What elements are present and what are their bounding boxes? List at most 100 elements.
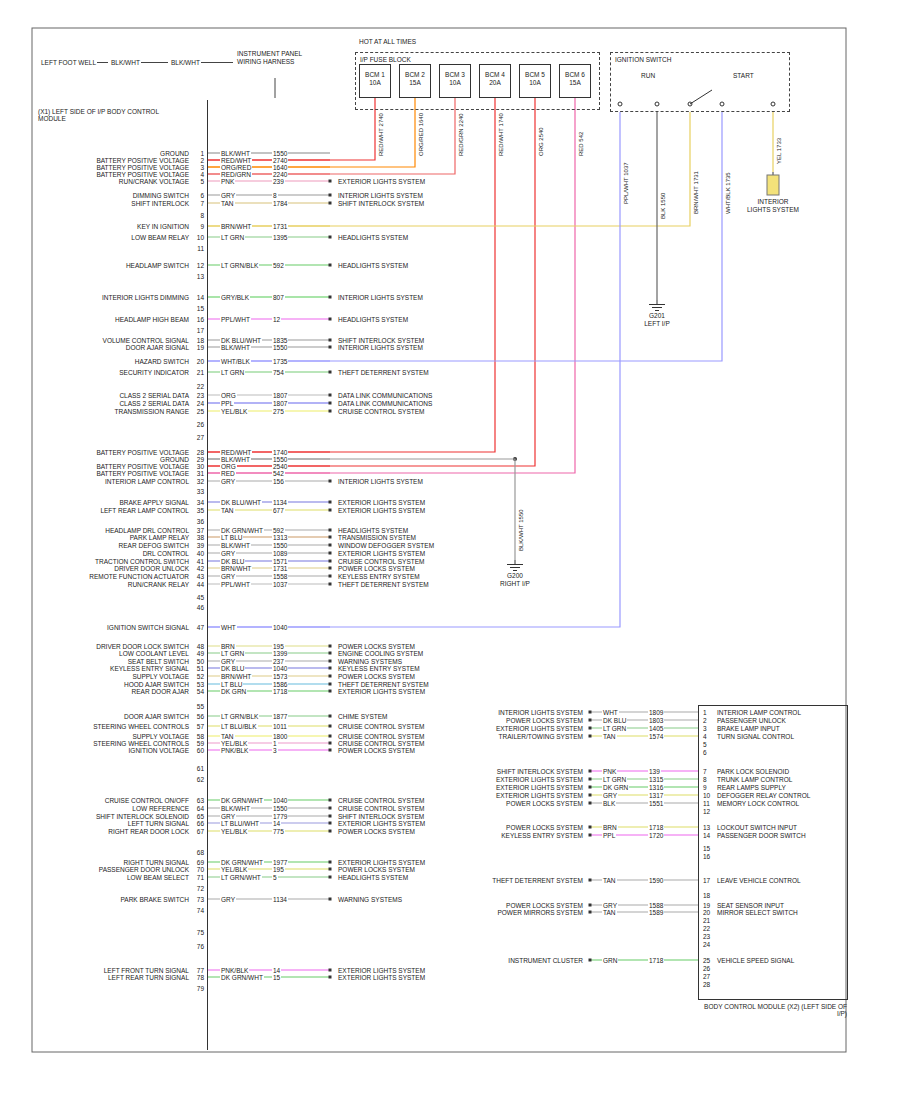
wire-color: GRY bbox=[220, 478, 236, 485]
circuit-number: 275 bbox=[272, 408, 285, 415]
circuit-number: 1835 bbox=[272, 337, 288, 344]
connector-pin bbox=[589, 778, 592, 781]
wire-color: TAN bbox=[602, 733, 617, 740]
component-text: 20A bbox=[480, 79, 510, 87]
pin-name: INTERIOR LAMP CONTROL bbox=[716, 709, 802, 716]
wire-color: GRY/BLK bbox=[220, 294, 250, 301]
wire-color: RED bbox=[220, 470, 236, 477]
pin-number: 6 bbox=[702, 749, 708, 756]
system-reference: THEFT DETERRENT SYSTEM bbox=[491, 877, 584, 884]
circuit-number: 2240 bbox=[272, 171, 288, 178]
pin-name: LEFT TURN SIGNAL bbox=[127, 820, 190, 827]
connector-pin bbox=[329, 560, 332, 563]
wire-color: PPL/WHT bbox=[220, 316, 251, 323]
pin-number: 32 bbox=[196, 478, 205, 485]
system-reference: CRUISE CONTROL SYSTEM bbox=[337, 797, 425, 804]
lamp-body bbox=[767, 175, 779, 195]
pin-name: SUPPLY VOLTAGE bbox=[131, 673, 190, 680]
pin-name: IGNITION VOLTAGE bbox=[128, 747, 190, 754]
pin-name: SECURITY INDICATOR bbox=[118, 369, 190, 376]
connector-pin bbox=[329, 583, 332, 586]
circuit-number: 1040 bbox=[272, 665, 288, 672]
pin-number: 26 bbox=[196, 421, 205, 428]
pin-number: 64 bbox=[196, 805, 205, 812]
pin-name: REMOTE FUNCTION ACTUATOR bbox=[88, 573, 190, 580]
wire bbox=[97, 62, 108, 63]
pin-name: DRL CONTROL bbox=[142, 550, 190, 557]
wire-color: DK BLU bbox=[220, 665, 245, 672]
connector-pin bbox=[589, 879, 592, 882]
pin-name: PASSENGER UNLOCK bbox=[716, 717, 787, 724]
circuit-number: 542 bbox=[272, 470, 285, 477]
wire-color: PPL bbox=[602, 832, 616, 839]
wire-connector bbox=[208, 98, 415, 167]
wire-label: RED 542 bbox=[578, 131, 584, 157]
wire-color: RED/WHT bbox=[220, 449, 252, 456]
pin-number: 20 bbox=[702, 909, 711, 916]
pin-name: REAR DOOR AJAR bbox=[131, 688, 190, 695]
system-reference: CRUISE CONTROL SYSTEM bbox=[337, 740, 425, 747]
component-symbol bbox=[745, 172, 801, 198]
system-reference: EXTERIOR LIGHTS SYSTEM bbox=[337, 499, 426, 506]
location-label: LEFT FOOT WELL bbox=[40, 59, 97, 66]
circuit-number: 139 bbox=[648, 768, 661, 775]
system-reference: KEYLESS ENTRY SYSTEM bbox=[337, 665, 421, 672]
pin-number: 16 bbox=[702, 853, 711, 860]
wire bbox=[201, 62, 233, 63]
wire-label: ORG 2540 bbox=[538, 126, 544, 157]
wire-color: LT GRN bbox=[602, 725, 627, 732]
pin-name: VOLUME CONTROL SIGNAL bbox=[102, 337, 190, 344]
pin-name: REAR LAMPS SUPPLY bbox=[716, 784, 787, 791]
component-name: BCM 1 bbox=[360, 71, 390, 79]
pin-name: GROUND bbox=[159, 456, 190, 463]
pin-number: 44 bbox=[196, 581, 205, 588]
pin-name: TURN SIGNAL CONTROL bbox=[716, 733, 795, 740]
circuit-number: 1134 bbox=[272, 896, 288, 903]
pin-number: 3 bbox=[199, 164, 205, 171]
component-title: BODY CONTROL MODULE (X2) (LEFT SIDE OF I… bbox=[697, 1003, 847, 1017]
pin-number: 25 bbox=[702, 957, 711, 964]
system-reference: EXTERIOR LIGHTS SYSTEM bbox=[337, 820, 426, 827]
wire-color: BLK bbox=[602, 800, 616, 807]
wire-color: BLK/WHT bbox=[220, 805, 251, 812]
wire-color: TAN bbox=[220, 200, 235, 207]
wire-label: BLK/WHT 1550 bbox=[518, 508, 524, 552]
system-reference: EXTERIOR LIGHTS SYSTEM bbox=[337, 507, 426, 514]
pin-name: GROUND bbox=[159, 150, 190, 157]
pin-name: RIGHT REAR DOOR LOCK bbox=[107, 828, 190, 835]
pin-number: 2 bbox=[702, 717, 708, 724]
pin-name: HEADLAMP SWITCH bbox=[125, 262, 190, 269]
pin-name: HEADLAMP HIGH BEAM bbox=[114, 316, 190, 323]
circuit-number: 775 bbox=[272, 828, 285, 835]
wire-color: DK GRN bbox=[602, 784, 629, 791]
wire-color: BRN bbox=[602, 824, 618, 831]
wire-connector bbox=[208, 112, 722, 361]
harness-wire bbox=[97, 63, 275, 99]
connector-pin bbox=[589, 786, 592, 789]
connector-pin bbox=[329, 394, 332, 397]
system-reference: DATA LINK COMMUNICATIONS bbox=[337, 400, 433, 407]
pin-number: 79 bbox=[196, 985, 205, 992]
pin-number: 65 bbox=[196, 813, 205, 820]
component-name: BCM 6 bbox=[560, 71, 590, 79]
wire-color: GRN bbox=[602, 957, 618, 964]
wire-color: WHT bbox=[220, 624, 237, 631]
connector-pin bbox=[329, 339, 332, 342]
system-reference: CRUISE CONTROL SYSTEM bbox=[337, 558, 425, 565]
pin-number: 76 bbox=[196, 943, 205, 950]
component-text: 10A bbox=[360, 79, 390, 87]
connector-pin bbox=[329, 236, 332, 239]
ground-bar bbox=[513, 570, 517, 571]
pin-name: DIMMING SWITCH bbox=[132, 192, 190, 199]
connector-pin bbox=[589, 826, 592, 829]
circuit-number: 1807 bbox=[272, 392, 288, 399]
connector-pin bbox=[329, 735, 332, 738]
circuit-number: 1735 bbox=[272, 358, 288, 365]
wire-connector bbox=[208, 112, 620, 627]
system-reference: HEADLIGHTS SYSTEM bbox=[337, 527, 409, 534]
pin-name: MIRROR SELECT SWITCH bbox=[716, 909, 799, 916]
pin-number: 41 bbox=[196, 558, 205, 565]
pin-number: 14 bbox=[702, 832, 711, 839]
circuit-number: 1316 bbox=[648, 784, 664, 791]
pin-name: LOW BEAM SELECT bbox=[126, 874, 190, 881]
